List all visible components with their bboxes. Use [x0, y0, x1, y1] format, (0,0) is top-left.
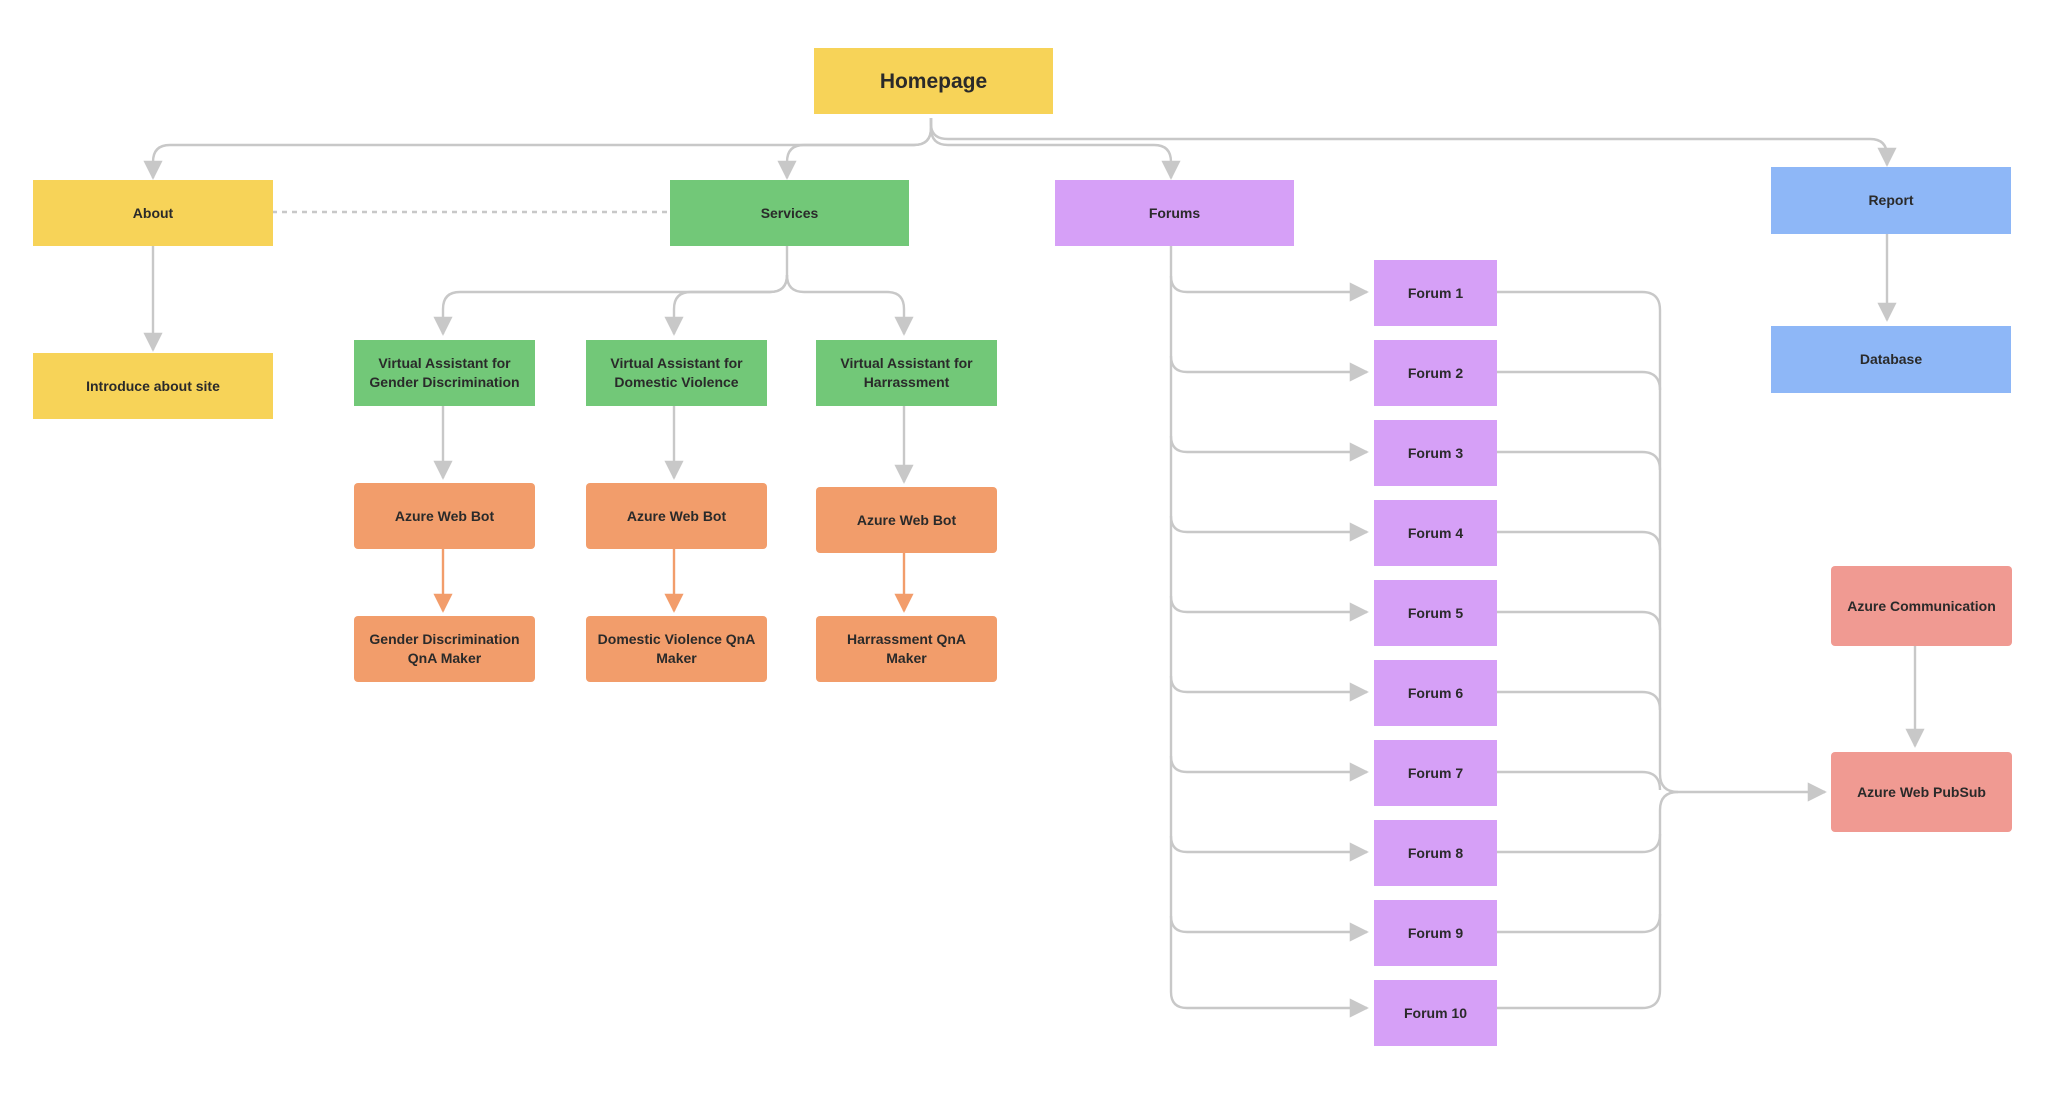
node-qna-harrassment[interactable]: Harrassment QnA Maker: [816, 616, 997, 682]
node-services[interactable]: Services: [670, 180, 909, 246]
node-about[interactable]: About: [33, 180, 273, 246]
merge-forum-6: [1497, 690, 1662, 711]
edge-forums-pubsub-lower: [1658, 790, 1679, 811]
node-azure-web-bot-harrassment[interactable]: Azure Web Bot: [816, 487, 997, 553]
node-va-domestic-violence[interactable]: Virtual Assistant for Domestic Violence: [586, 340, 767, 406]
merge-forum-2: [1497, 370, 1662, 391]
node-qna-gender-discrimination[interactable]: Gender Discrimination QnA Maker: [354, 616, 535, 682]
merge-forum-3: [1497, 450, 1662, 471]
node-azure-communication[interactable]: Azure Communication: [1831, 566, 2012, 646]
node-homepage[interactable]: Homepage: [814, 48, 1053, 114]
node-forum-8[interactable]: Forum 8: [1374, 820, 1497, 886]
edge-homepage-services: [777, 118, 933, 180]
edge-forums-forum-2: [1169, 355, 1369, 382]
edge-forums-forum-7: [1169, 755, 1369, 782]
merge-forum-4: [1497, 530, 1662, 551]
edge-homepage-about: [143, 118, 933, 180]
node-forum-6[interactable]: Forum 6: [1374, 660, 1497, 726]
edge-services-va-domestic: [664, 274, 789, 336]
edge-forums-forum-6: [1169, 675, 1369, 702]
edge-forums-forum-9: [1169, 915, 1369, 942]
edge-forums-forum-4: [1169, 515, 1369, 542]
edge-forums-forum-3: [1169, 435, 1369, 462]
node-azure-web-bot-gender[interactable]: Azure Web Bot: [354, 483, 535, 549]
node-forum-3[interactable]: Forum 3: [1374, 420, 1497, 486]
node-azure-web-pubsub[interactable]: Azure Web PubSub: [1831, 752, 2012, 832]
edge-forums-pubsub: [1658, 773, 1827, 802]
node-database[interactable]: Database: [1771, 326, 2011, 393]
forums-trunk: [1169, 246, 1188, 1010]
node-report[interactable]: Report: [1771, 167, 2011, 234]
merge-forum-5: [1497, 610, 1662, 631]
edge-forums-forum-1: [1169, 275, 1369, 302]
node-introduce-about-site[interactable]: Introduce about site: [33, 353, 273, 419]
node-forum-2[interactable]: Forum 2: [1374, 340, 1497, 406]
node-forum-5[interactable]: Forum 5: [1374, 580, 1497, 646]
edge-homepage-forums: [929, 118, 1181, 180]
merge-forum-8: [1497, 833, 1662, 854]
node-azure-web-bot-domestic[interactable]: Azure Web Bot: [586, 483, 767, 549]
node-va-gender-discrimination[interactable]: Virtual Assistant for Gender Discriminat…: [354, 340, 535, 406]
merge-forum-10: [1497, 810, 1662, 1010]
edge-forums-forum-8: [1169, 835, 1369, 862]
edge-services-va-gender: [433, 246, 789, 336]
edge-homepage-report: [929, 118, 1897, 167]
merge-forum-7: [1497, 770, 1662, 791]
edge-services-va-harrassment: [785, 274, 914, 336]
node-forum-10[interactable]: Forum 10: [1374, 980, 1497, 1046]
merge-forum-1: [1497, 290, 1662, 774]
node-forum-9[interactable]: Forum 9: [1374, 900, 1497, 966]
edge-forums-forum-5: [1169, 595, 1369, 622]
merge-forum-9: [1497, 913, 1662, 934]
node-qna-domestic-violence[interactable]: Domestic Violence QnA Maker: [586, 616, 767, 682]
node-va-harrassment[interactable]: Virtual Assistant for Harrassment: [816, 340, 997, 406]
node-forum-4[interactable]: Forum 4: [1374, 500, 1497, 566]
node-forum-1[interactable]: Forum 1: [1374, 260, 1497, 326]
node-forums[interactable]: Forums: [1055, 180, 1294, 246]
node-forum-7[interactable]: Forum 7: [1374, 740, 1497, 806]
